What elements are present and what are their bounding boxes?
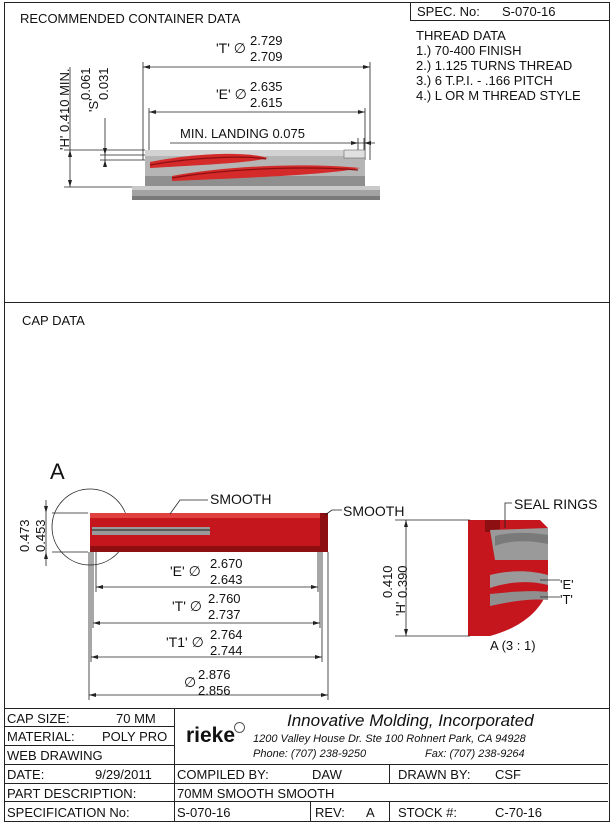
cap-section-title: CAP DATA — [22, 313, 85, 328]
rule — [4, 745, 174, 746]
thread-item-4: 4.) L OR M THREAD STYLE — [416, 88, 581, 103]
spec-label: SPEC. No: — [417, 4, 480, 19]
rieke-logo: rieke — [186, 724, 236, 747]
cap-height-max: 0.473 — [17, 519, 32, 552]
smooth-label-2: SMOOTH — [343, 503, 405, 519]
detail-marker: A — [50, 459, 65, 484]
container-section-title: RECOMMENDED CONTAINER DATA — [20, 11, 241, 26]
cap-T1-min: 2.744 — [210, 643, 243, 658]
drawn-value: CSF — [495, 767, 521, 782]
rev-value: A — [366, 805, 375, 820]
cap-T1-label: 'T1' ∅ — [166, 634, 204, 650]
part-desc-label: PART DESCRIPTION: — [7, 786, 137, 801]
container-T-label: 'T' ∅ — [216, 40, 246, 56]
web-drawing-label: WEB DRAWING — [7, 748, 103, 763]
company-name: Innovative Molding, Incorporated — [287, 711, 534, 730]
cap-H-min: 0.390 — [395, 565, 410, 598]
cap-T-label: 'T' ∅ — [172, 598, 202, 614]
smooth-label-1: SMOOTH — [210, 491, 272, 507]
detail-E-label: 'E' — [560, 577, 574, 592]
cap-height-min: 0.453 — [33, 519, 48, 552]
drawing-frame — [4, 2, 610, 822]
rule — [4, 764, 608, 765]
stock-value: C-70-16 — [495, 805, 542, 820]
compiled-label: COMPILED BY: — [177, 767, 269, 782]
part-desc-value: 70MM SMOOTH SMOOTH — [177, 786, 335, 801]
company-address: 1200 Valley House Dr. Ste 100 Rohnert Pa… — [253, 733, 526, 745]
rule — [389, 764, 390, 783]
compiled-value: DAW — [312, 767, 342, 782]
container-S-label: 'S' — [86, 98, 101, 112]
container-S-min: 0.031 — [96, 67, 111, 100]
company-fax: Fax: (707) 238-9264 — [425, 748, 525, 760]
date-value: 9/29/2011 — [95, 767, 152, 782]
thread-item-1: 1.) 70-400 FINISH — [416, 43, 522, 58]
rule — [4, 726, 174, 727]
rule — [310, 801, 311, 822]
container-E-label: 'E' ∅ — [216, 86, 247, 102]
rule — [389, 801, 390, 822]
rule — [4, 783, 608, 784]
container-min-landing: MIN. LANDING 0.075 — [180, 126, 305, 141]
cap-OD-min: 2.856 — [198, 683, 231, 698]
cap-T1-max: 2.764 — [210, 627, 243, 642]
container-T-min: 2.709 — [250, 49, 283, 64]
rule — [4, 801, 608, 802]
company-phone: Phone: (707) 238-9250 — [253, 748, 367, 760]
detail-caption: A (3 : 1) — [490, 638, 536, 653]
container-T-max: 2.729 — [250, 33, 283, 48]
rieke-logo-mark-icon — [234, 722, 245, 733]
rev-label: REV: — [315, 805, 345, 820]
spec-value: S-070-16 — [502, 4, 556, 19]
cap-E-min: 2.643 — [210, 572, 243, 587]
cap-H-label: 'H' — [393, 601, 408, 616]
cap-H-max: 0.410 — [380, 565, 395, 598]
cap-OD-label: ∅ — [184, 674, 197, 690]
thread-item-3: 3.) 6 T.P.I. - .166 PITCH — [416, 73, 553, 88]
material-label: MATERIAL: — [7, 729, 75, 744]
section-divider — [4, 302, 610, 303]
thread-item-2: 2.) 1.125 TURNS THREAD — [416, 58, 573, 73]
cap-E-max: 2.670 — [210, 556, 243, 571]
thread-data-title: THREAD DATA — [416, 28, 506, 43]
container-E-min: 2.615 — [250, 95, 283, 110]
cap-OD-max: 2.876 — [198, 667, 231, 682]
container-H-label: 'H' 0.410 MIN. — [57, 68, 72, 150]
cap-drawing — [44, 488, 560, 700]
spec-box — [410, 2, 610, 21]
title-block — [4, 708, 610, 823]
date-label: DATE: — [7, 767, 45, 782]
cap-T-min: 2.737 — [208, 607, 241, 622]
detail-T-label: 'T' — [560, 592, 573, 607]
container-drawing — [64, 62, 380, 200]
seal-rings-label: SEAL RINGS — [514, 496, 598, 512]
spec-no-label: SPECIFICATION No: — [7, 805, 130, 820]
material-value: POLY PRO — [102, 729, 168, 744]
cap-size-label: CAP SIZE: — [7, 711, 70, 726]
spec-no-value: S-070-16 — [177, 805, 231, 820]
container-S-max: 0.061 — [78, 67, 93, 100]
drawn-label: DRAWN BY: — [398, 767, 471, 782]
cap-T-max: 2.760 — [208, 591, 241, 606]
cap-size-value: 70 MM — [116, 711, 156, 726]
container-E-max: 2.635 — [250, 79, 283, 94]
rule — [174, 708, 175, 822]
cap-E-label: 'E' ∅ — [170, 563, 201, 579]
stock-label: STOCK #: — [398, 805, 458, 820]
